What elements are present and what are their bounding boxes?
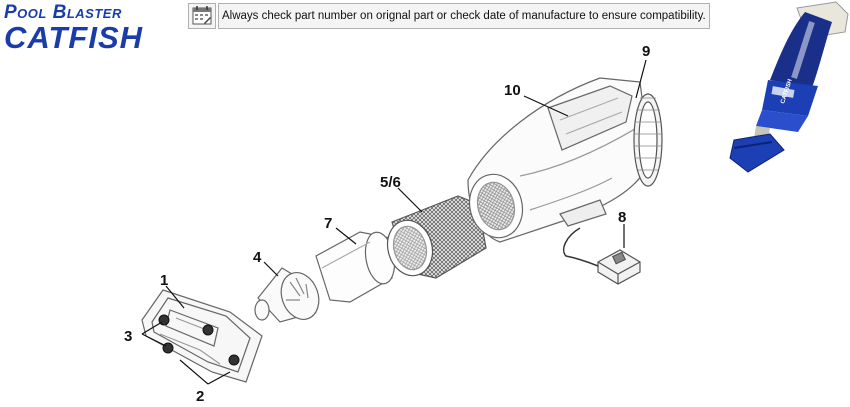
part-9-ring: [633, 93, 663, 187]
callout-7: 7: [324, 215, 332, 232]
calendar-icon: [188, 3, 216, 29]
part-1-cover-plate: [141, 289, 263, 383]
callout-8: 8: [618, 209, 626, 226]
part-8-charger: [562, 227, 641, 285]
callout-10: 10: [504, 82, 521, 99]
brand-logo: Pool Blaster CATFISH: [4, 2, 180, 55]
leader-lines: [141, 59, 647, 385]
callout-9: 9: [642, 43, 650, 60]
callout-5-6: 5/6: [380, 174, 401, 191]
callout-2: 2: [196, 388, 204, 405]
compatibility-notice: Always check part number on orignal part…: [188, 3, 710, 29]
part-10-main-body: [467, 77, 651, 243]
notice-text: Always check part number on orignal part…: [218, 3, 710, 29]
brand-line-2: CATFISH: [4, 20, 144, 55]
product-photo: [729, 1, 849, 173]
callout-4: 4: [253, 249, 262, 266]
brand-line-1: Pool Blaster: [4, 2, 122, 23]
part-4-nozzle: [254, 267, 320, 323]
part-5-6-filter: [386, 195, 487, 279]
part-7-cone: [315, 231, 396, 303]
callout-1: 1: [160, 272, 168, 289]
callout-3: 3: [124, 328, 132, 345]
